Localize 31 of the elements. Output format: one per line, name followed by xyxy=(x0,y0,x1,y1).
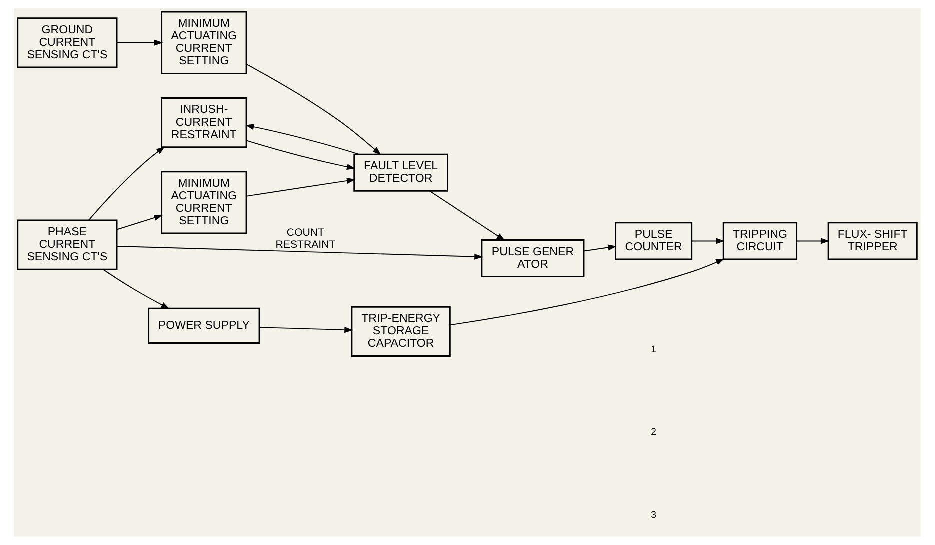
arrow xyxy=(584,244,617,252)
arrow xyxy=(691,238,725,244)
node-box: TRIPPING CIRCUIT xyxy=(722,222,798,260)
arrow xyxy=(103,269,170,310)
label: 1 xyxy=(651,344,656,356)
arrow xyxy=(246,140,356,170)
arrow xyxy=(796,238,830,244)
arrow xyxy=(116,246,484,260)
node-box: GROUND CURRENT SENSING CT'S xyxy=(17,18,118,68)
node-box: PHASE CURRENT SENSING CT'S xyxy=(17,220,118,270)
arrow xyxy=(246,64,382,156)
arrow xyxy=(450,258,725,326)
label: 2 xyxy=(651,427,656,438)
node-box: POWER SUPPLY xyxy=(148,308,260,344)
edge-label: COUNT RESTRAINT xyxy=(276,227,336,251)
node-box: INRUSH- CURRENT RESTRAINT xyxy=(161,98,248,148)
arrow xyxy=(259,327,354,334)
node-box: MINIMUM ACTUATING CURRENT SETTING xyxy=(161,11,248,74)
arrow xyxy=(246,178,356,197)
node-box: TRIP-ENERGY STORAGE CAPACITOR xyxy=(351,306,451,357)
arrow xyxy=(116,40,164,46)
node-box: PULSE GENER ATOR xyxy=(481,240,585,278)
label: 3 xyxy=(651,510,656,522)
arrow xyxy=(116,215,164,230)
node-box: PULSE COUNTER xyxy=(615,222,693,260)
arrow xyxy=(246,124,360,155)
node-box: FLUX- SHIFT TRIPPER xyxy=(828,222,918,260)
arrow xyxy=(429,190,506,241)
arrow xyxy=(88,146,166,221)
node-box: MINIMUM ACTUATING CURRENT SETTING xyxy=(161,171,248,234)
node-box: FAULT LEVEL DETECTOR xyxy=(354,154,448,192)
